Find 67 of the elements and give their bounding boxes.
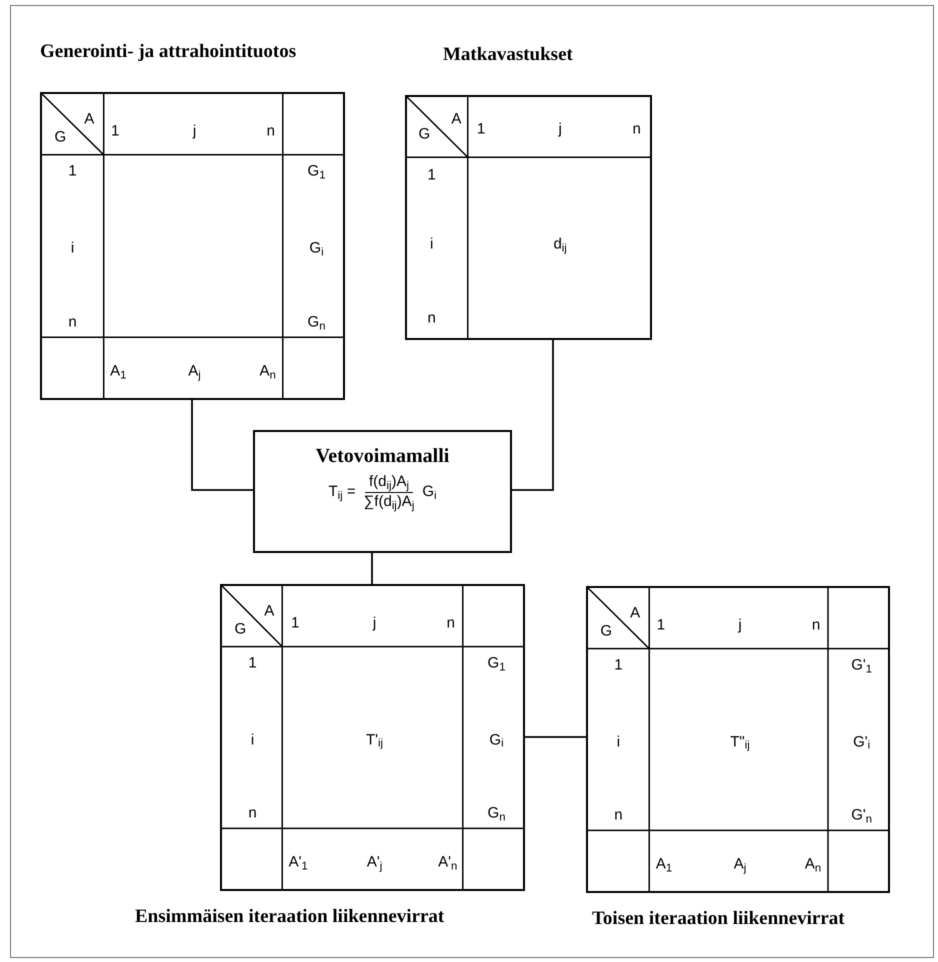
matrix-label: i — [430, 236, 434, 252]
matrix-label: n — [446, 615, 455, 630]
matrix-label: n — [812, 617, 820, 632]
matrix-label: A'$_{1}$ — [288, 854, 308, 870]
matrix-label: j — [372, 615, 376, 630]
matrix-label: G$_{i}$ — [489, 732, 504, 747]
model-title: Vetovoimamalli — [316, 444, 450, 469]
matrix-label: j — [558, 121, 562, 136]
matrix-label: G — [418, 126, 430, 142]
matrix-label: 1 — [476, 121, 486, 136]
matrix-title: Ensimmäisen iteraation liikennevirrat — [135, 905, 444, 929]
matrix-label: A$_{1}$ — [110, 364, 126, 379]
matrix-label: A$_{j}$ — [734, 856, 746, 872]
connector-line — [512, 340, 554, 491]
matrix-label: A$_{n}$ — [260, 364, 276, 379]
matrix-label: n — [614, 808, 623, 823]
matrix-label: 1 — [68, 164, 77, 178]
matrix-label: A$_{1}$ — [656, 856, 672, 872]
matrix-label: A — [264, 603, 274, 618]
matrix-title: Generointi- ja attrahointituotos — [40, 40, 296, 64]
formula-denominator: ∑f(d$_{ij}$)A$_{j}$ — [362, 492, 416, 512]
matrix-label: 1 — [111, 123, 120, 138]
matrix-label: n — [248, 806, 257, 821]
matrix-title: Toisen iteraation liikennevirrat — [592, 907, 845, 931]
matrix-label: G$_{n}$ — [308, 314, 326, 330]
matrix-label: T'$_{ij}$ — [366, 732, 384, 747]
matrix-label: A'$_{n}$ — [438, 854, 458, 870]
formula-term: T$_{ij}$ = — [328, 482, 356, 504]
matrix-label: n — [428, 310, 436, 325]
matrix-label: i — [250, 732, 254, 747]
matrix-label: n — [266, 123, 275, 138]
matrix-label: T"$_{ij}$ — [730, 734, 750, 749]
formula-numerator: f(d$_{ij}$)A$_{j}$ — [364, 473, 413, 493]
matrix-label: G — [600, 623, 612, 638]
matrix-label: i — [616, 734, 620, 749]
matrix-title: Matkavastukset — [443, 43, 573, 67]
matrix-label: A$_{n}$ — [804, 856, 822, 872]
matrix-label: G — [54, 130, 66, 145]
matrix-label: A$_{j}$ — [188, 364, 201, 379]
matrix-label: G$_{n}$ — [488, 806, 506, 821]
model-box — [253, 430, 512, 553]
formula-term: G$_{i}$ — [422, 482, 436, 504]
matrix-label: G'$_{i}$ — [853, 734, 870, 749]
matrix-label: 1 — [428, 168, 436, 183]
matrix-label: j — [192, 123, 196, 138]
matrix-label: G'$_{1}$ — [851, 657, 872, 672]
matrix-label: n — [68, 314, 77, 330]
connector-line — [371, 553, 373, 584]
matrix-label: A — [630, 605, 640, 620]
matrix-label: G$_{1}$ — [308, 164, 326, 178]
matrix-label: 1 — [614, 657, 623, 672]
matrix-label: G — [234, 621, 246, 636]
connector-line — [525, 736, 586, 738]
matrix-label: G$_{1}$ — [488, 655, 506, 670]
matrix-label: G$_{i}$ — [309, 240, 324, 256]
matrix-label: n — [632, 121, 641, 136]
matrix-label: j — [738, 617, 742, 632]
matrix-label: 1 — [291, 615, 300, 630]
matrix-label: A — [451, 112, 462, 127]
matrix-label: 1 — [248, 655, 257, 670]
matrix-label: A — [84, 111, 94, 126]
matrix-label: 1 — [656, 617, 666, 632]
connector-line — [191, 400, 253, 491]
matrix-label: G'$_{n}$ — [851, 808, 872, 823]
matrix-label: i — [70, 240, 74, 256]
matrix-label: A'$_{j}$ — [366, 854, 382, 870]
matrix-label: d$_{ij}$ — [553, 236, 567, 252]
